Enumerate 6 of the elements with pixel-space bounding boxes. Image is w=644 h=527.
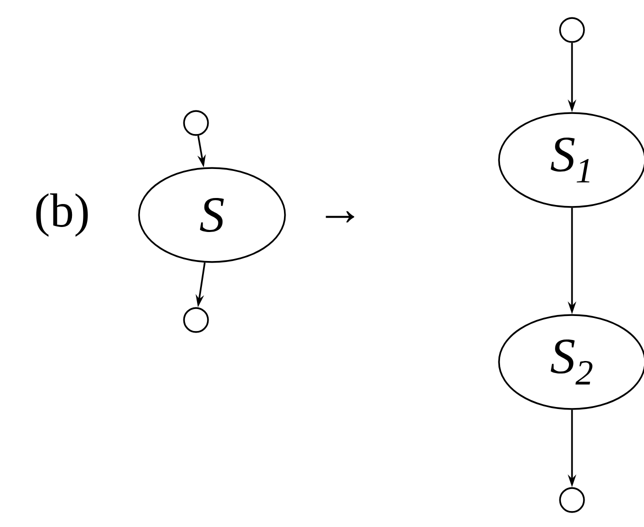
label: (b) [36,193,88,237]
terminal-circle [183,110,209,136]
terminal-circle [183,307,209,333]
terminal-circle [559,487,585,513]
terminal-circle [559,17,585,43]
label: → [326,211,354,222]
